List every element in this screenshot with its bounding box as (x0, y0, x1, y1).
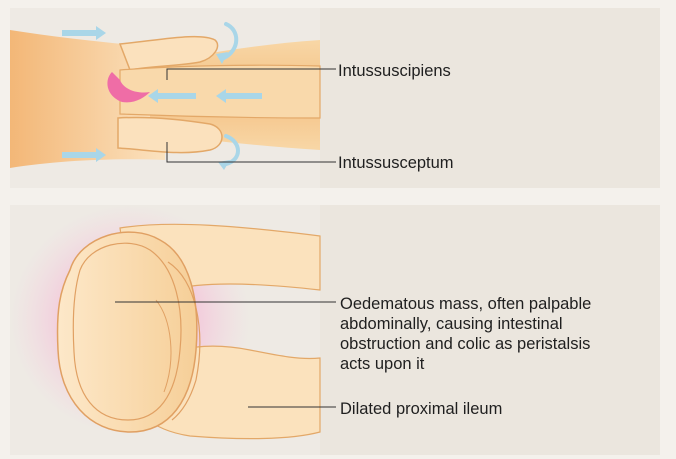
intussuscipiens-label: Intussuscipiens (338, 61, 451, 81)
oedematous-mass-label: Oedematous mass, often palpable abdomina… (340, 294, 670, 374)
oedematous-mass-label-line: abdominally, causing intestinal (340, 314, 670, 334)
intussusceptum-inner-tube (120, 65, 320, 118)
outer-fold-bottom (118, 117, 222, 152)
oedematous-mass-label-line: acts upon it (340, 354, 670, 374)
oedematous-mass-label-line: obstruction and colic as peristalsis (340, 334, 670, 354)
intussusceptum-label: Intussusceptum (338, 153, 454, 173)
dilated-ileum-label: Dilated proximal ileum (340, 399, 502, 419)
oedematous-mass-label-line: Oedematous mass, often palpable (340, 294, 670, 314)
oedematous-mass (58, 232, 197, 432)
